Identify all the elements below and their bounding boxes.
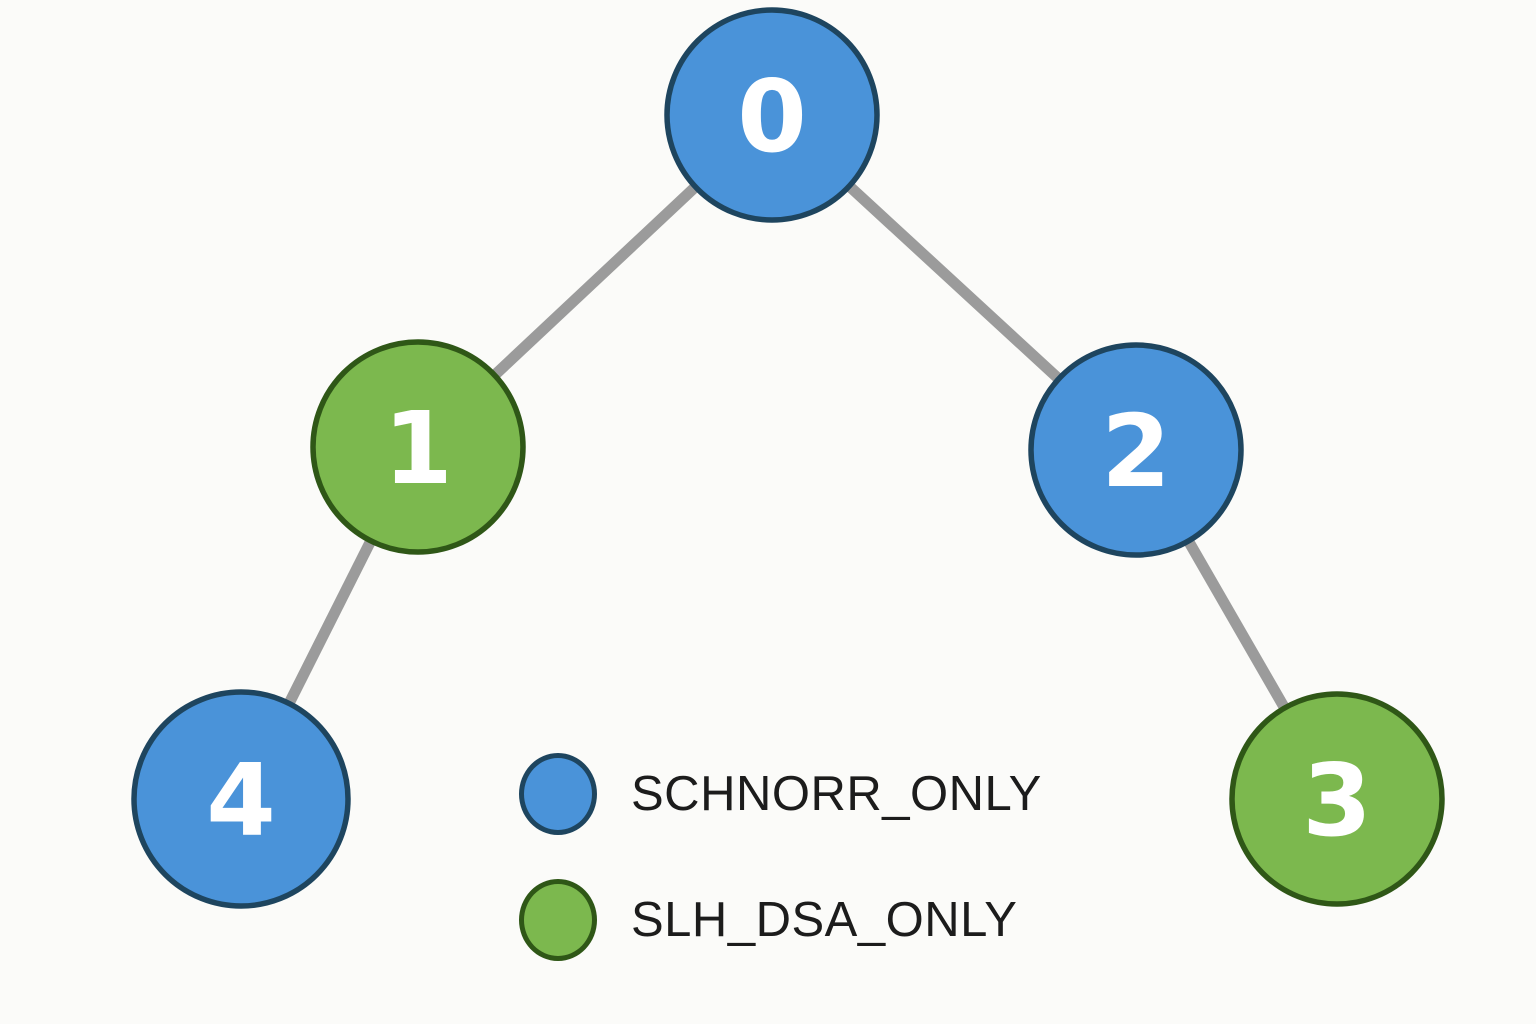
nodes-layer: 0 1 2 3 4 — [131, 7, 1445, 909]
graph-node-2: 2 — [1028, 342, 1244, 558]
node-circle-4 — [131, 689, 351, 909]
legend-label-slh-dsa-only: SLH_DSA_ONLY — [631, 893, 1018, 947]
legend-label-schnorr-only: SCHNORR_ONLY — [631, 767, 1042, 821]
graph-node-0: 0 — [664, 7, 880, 223]
node-label-4: 4 — [206, 742, 276, 859]
node-circle-3 — [1229, 691, 1445, 907]
graph-node-1: 1 — [310, 339, 526, 555]
graph-node-3: 3 — [1229, 691, 1445, 907]
green-circle-icon — [519, 879, 597, 961]
node-label-3: 3 — [1302, 742, 1372, 859]
legend-item-slh-dsa-only: SLH_DSA_ONLY — [519, 876, 1042, 964]
node-label-1: 1 — [383, 390, 453, 507]
node-label-0: 0 — [737, 58, 807, 175]
legend: SCHNORR_ONLY SLH_DSA_ONLY — [519, 750, 1042, 964]
node-circle-1 — [310, 339, 526, 555]
legend-item-schnorr-only: SCHNORR_ONLY — [519, 750, 1042, 838]
node-circle-2 — [1028, 342, 1244, 558]
graph-node-4: 4 — [131, 689, 351, 909]
blue-circle-icon — [519, 753, 597, 835]
node-circle-0 — [664, 7, 880, 223]
node-label-2: 2 — [1101, 393, 1171, 510]
